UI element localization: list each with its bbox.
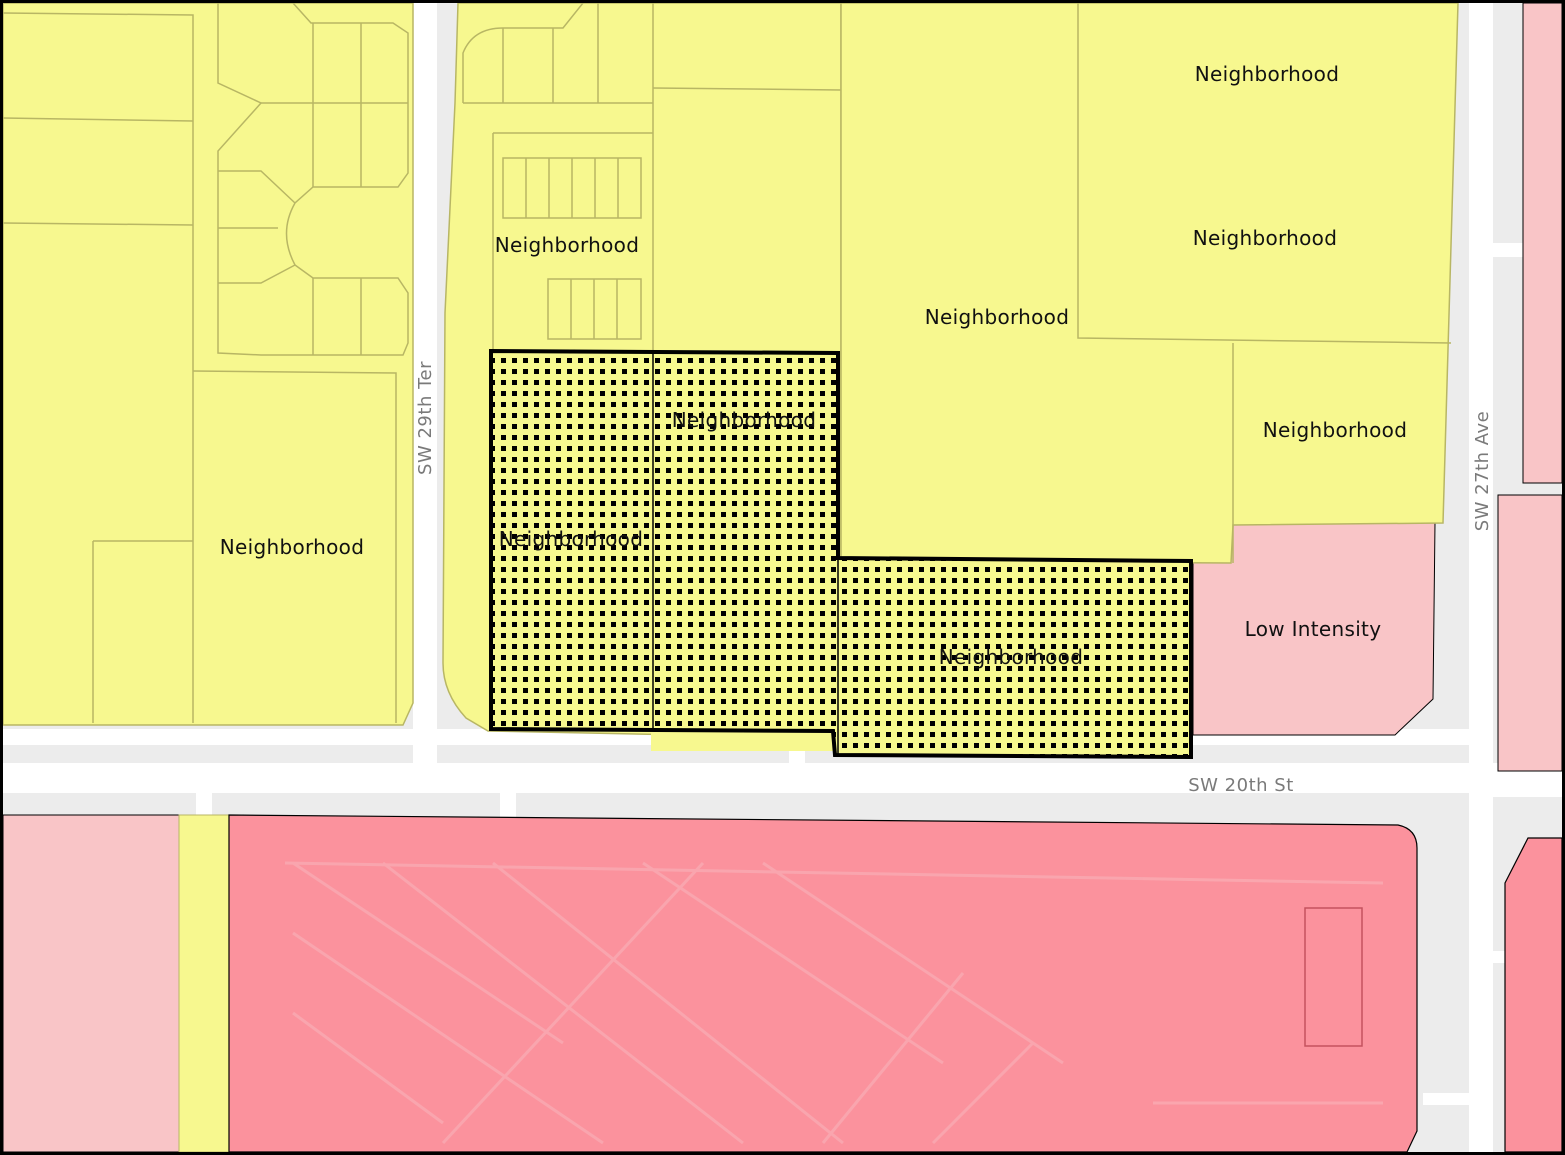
zone-label-low-intensity: Low Intensity bbox=[1245, 617, 1382, 641]
internal-line-3 bbox=[292, 931, 604, 1145]
parcel-line-26 bbox=[570, 279, 618, 339]
internal-line-2 bbox=[292, 861, 564, 1045]
street-minor-8 bbox=[1423, 1093, 1473, 1105]
zone-label-nbhd-left-lower: Neighborhood bbox=[220, 535, 364, 559]
map-canvas[interactable]: Neighborhood Neighborhood Neighborhood N… bbox=[3, 3, 1562, 1152]
zone-label-nbhd-center: Neighborhood bbox=[925, 305, 1069, 329]
street-sw-20th-st bbox=[3, 763, 1562, 793]
zone-label-nbhd-selected-3: Neighborhood bbox=[939, 645, 1083, 669]
internal-line-6 bbox=[492, 861, 844, 1145]
parcel-line-15 bbox=[218, 264, 296, 284]
parcel-line-25 bbox=[525, 158, 619, 218]
zone-label-nbhd-selected-1: Neighborhood bbox=[672, 408, 816, 432]
low-intensity-southwest[interactable] bbox=[3, 814, 180, 1152]
low-intensity-east-upper[interactable] bbox=[1522, 3, 1562, 484]
parcel-line-2 bbox=[3, 117, 194, 122]
street-minor-3 bbox=[500, 763, 516, 833]
parcel-lines bbox=[3, 3, 1452, 723]
commercial-parcel-east[interactable] bbox=[1504, 837, 1562, 1152]
street-label-sw-20th-st: SW 20th St bbox=[1188, 775, 1294, 796]
street-sw-29th-ter bbox=[413, 3, 437, 793]
parcel-line-27 bbox=[1077, 3, 1452, 344]
zone-label-nbhd-mid-top: Neighborhood bbox=[495, 233, 639, 257]
internal-line-7 bbox=[642, 861, 944, 1065]
street-minor-5 bbox=[1493, 783, 1562, 797]
neighborhood-parcel-center[interactable] bbox=[840, 3, 1459, 564]
commercial-internal-lines bbox=[284, 861, 1384, 1145]
street-sw-27th-ave bbox=[1469, 3, 1493, 1152]
zone-label-nbhd-right-mid: Neighborhood bbox=[1193, 226, 1337, 250]
selected-parcels[interactable] bbox=[489, 348, 1193, 760]
internal-line-5 bbox=[382, 861, 744, 1145]
internal-line-10 bbox=[821, 972, 965, 1144]
zone-label-nbhd-right-lower: Neighborhood bbox=[1263, 418, 1407, 442]
street-labels: SW 29th Ter SW 27th Ave SW 20th St bbox=[415, 361, 1493, 796]
parcel-line-7 bbox=[217, 3, 409, 356]
parcel-line-1 bbox=[3, 12, 194, 723]
street-minor-2 bbox=[196, 763, 212, 823]
street-label-sw-29th-ter: SW 29th Ter bbox=[415, 361, 436, 475]
neighborhood-strip-south-mid[interactable] bbox=[651, 729, 837, 751]
parcel-line-4 bbox=[192, 370, 397, 723]
selected-parcel-area[interactable] bbox=[489, 348, 1193, 760]
internal-line-8 bbox=[762, 861, 1064, 1065]
zone-labels: Neighborhood Neighborhood Neighborhood N… bbox=[220, 62, 1407, 669]
internal-line-4 bbox=[292, 1011, 444, 1125]
internal-line-1 bbox=[284, 861, 1384, 885]
low-intensity-east-lower[interactable] bbox=[1497, 494, 1562, 772]
internal-line-11 bbox=[931, 1041, 1035, 1145]
zone-label-nbhd-top-right: Neighborhood bbox=[1195, 62, 1339, 86]
commercial-building-outline[interactable] bbox=[1304, 907, 1363, 1047]
street-minor-6 bbox=[1493, 243, 1523, 257]
parcel-line-13 bbox=[218, 170, 296, 204]
neighborhood-strip-south[interactable] bbox=[178, 814, 230, 1152]
commercial-zone-south[interactable] bbox=[3, 814, 1562, 1152]
street-label-sw-27th-ave: SW 27th Ave bbox=[1472, 411, 1493, 532]
zone-label-nbhd-selected-2: Neighborhood bbox=[499, 527, 643, 551]
low-intensity-east[interactable] bbox=[1192, 3, 1562, 772]
parcel-line-22 bbox=[652, 87, 842, 91]
internal-line-9 bbox=[441, 861, 705, 1145]
neighborhood-parcel-west[interactable] bbox=[3, 3, 414, 726]
parcel-line-3 bbox=[3, 222, 194, 226]
